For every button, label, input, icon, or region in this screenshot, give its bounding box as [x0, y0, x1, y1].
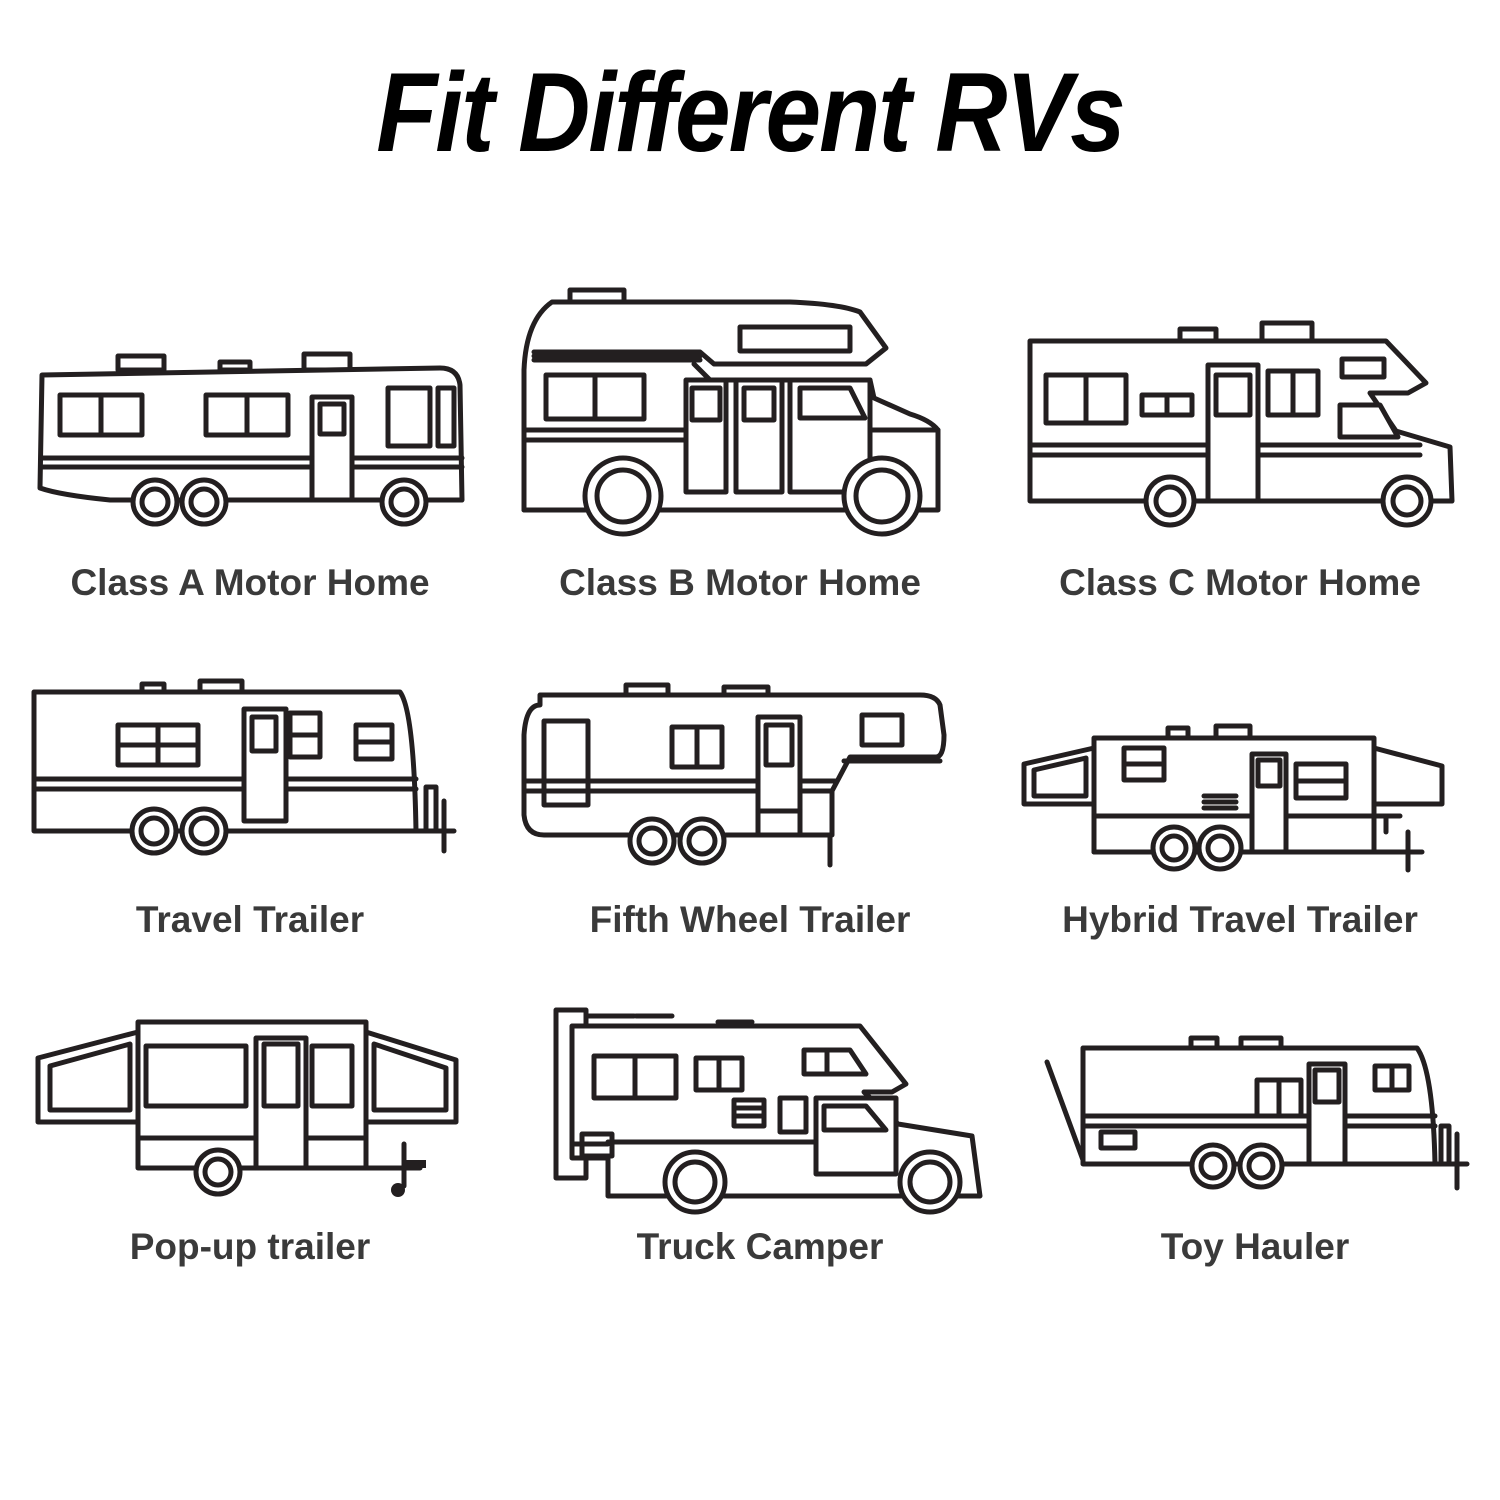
rv-toy-hauler: Toy Hauler: [1005, 1030, 1500, 1270]
class-a-motor-home-illustration: [37, 351, 465, 527]
rv-label-class-b: Class B Motor Home: [559, 562, 921, 603]
rv-class-c: Class C Motor Home: [990, 315, 1490, 610]
rv-truck-camper: Truck Camper: [510, 1000, 1010, 1270]
toy-hauler-illustration: [1044, 1035, 1470, 1191]
rv-label-hybrid-travel-trailer: Hybrid Travel Trailer: [1062, 899, 1418, 940]
class-b-motor-home-illustration: [521, 287, 941, 537]
rv-class-b: Class B Motor Home: [490, 280, 990, 610]
class-c-motor-home-illustration: [1027, 320, 1455, 528]
rv-label-truck-camper: Truck Camper: [636, 1226, 884, 1267]
rv-class-a: Class A Motor Home: [0, 340, 500, 610]
travel-trailer-illustration: [31, 678, 457, 856]
rv-label-class-c: Class C Motor Home: [1059, 562, 1421, 603]
hybrid-travel-trailer-illustration: [1021, 723, 1445, 873]
rv-hybrid-travel-trailer: Hybrid Travel Trailer: [990, 720, 1490, 945]
rv-label-pop-up-trailer: Pop-up trailer: [129, 1226, 371, 1267]
fifth-wheel-trailer-illustration: [521, 682, 947, 868]
rv-label-class-a: Class A Motor Home: [70, 562, 430, 603]
pop-up-trailer-illustration: [35, 1019, 459, 1197]
rv-label-travel-trailer: Travel Trailer: [135, 899, 365, 940]
rv-travel-trailer: Travel Trailer: [0, 675, 500, 945]
rv-fifth-wheel: Fifth Wheel Trailer: [500, 675, 1000, 945]
rv-label-fifth-wheel: Fifth Wheel Trailer: [589, 899, 911, 940]
truck-camper-illustration: [553, 1007, 983, 1215]
rv-pop-up-trailer: Pop-up trailer: [0, 1010, 500, 1270]
rv-label-toy-hauler: Toy Hauler: [1160, 1226, 1350, 1267]
page-title: Fit Different RVs: [376, 50, 1126, 176]
